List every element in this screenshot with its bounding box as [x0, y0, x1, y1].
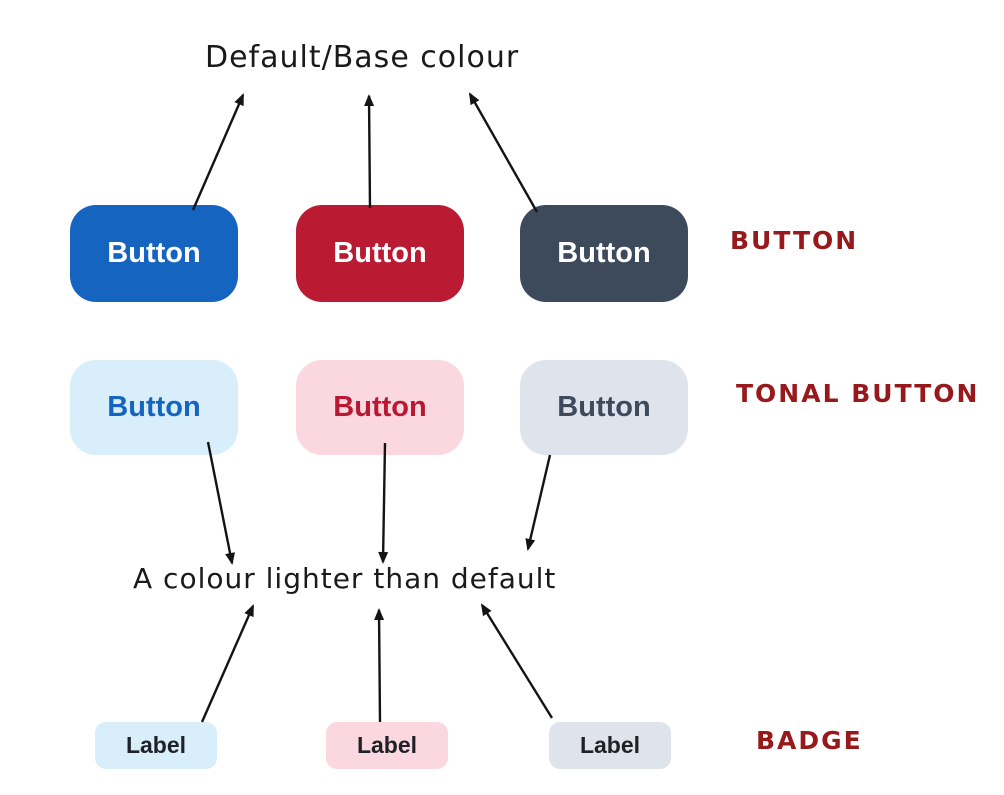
primary-button-dark[interactable]: Button	[520, 205, 688, 302]
arrow-blue-badge-to-middle-note	[200, 604, 255, 723]
tonal-button-dark[interactable]: Button	[520, 360, 688, 455]
primary-button-red[interactable]: Button	[296, 205, 464, 302]
tonal-button-red[interactable]: Button	[296, 360, 464, 455]
arrow-blue-button-to-top-note	[191, 93, 245, 211]
badge-blue: Label	[95, 722, 217, 769]
tonal-button-blue[interactable]: Button	[70, 360, 238, 455]
arrow-red-button-to-top-note	[364, 94, 375, 209]
row-caption-badge: BADGE	[756, 726, 863, 755]
row-caption-button: BUTTON	[730, 226, 859, 255]
primary-button-blue[interactable]: Button	[70, 205, 238, 302]
arrow-red-tonal-to-middle-note	[378, 442, 389, 564]
arrow-dark-button-to-top-note	[468, 92, 539, 213]
arrow-blue-tonal-to-middle-note	[206, 441, 235, 565]
middle-note-lighter-colour: A colour lighter than default	[133, 562, 557, 595]
arrow-dark-badge-to-middle-note	[480, 603, 554, 719]
badge-dark: Label	[549, 722, 671, 769]
top-note-default-base-colour: Default/Base colour	[205, 40, 520, 75]
badge-red: Label	[326, 722, 448, 769]
arrow-dark-tonal-to-middle-note	[525, 454, 552, 551]
arrow-red-badge-to-middle-note	[374, 608, 385, 723]
row-caption-tonal-button: TONAL BUTTON	[736, 379, 980, 408]
